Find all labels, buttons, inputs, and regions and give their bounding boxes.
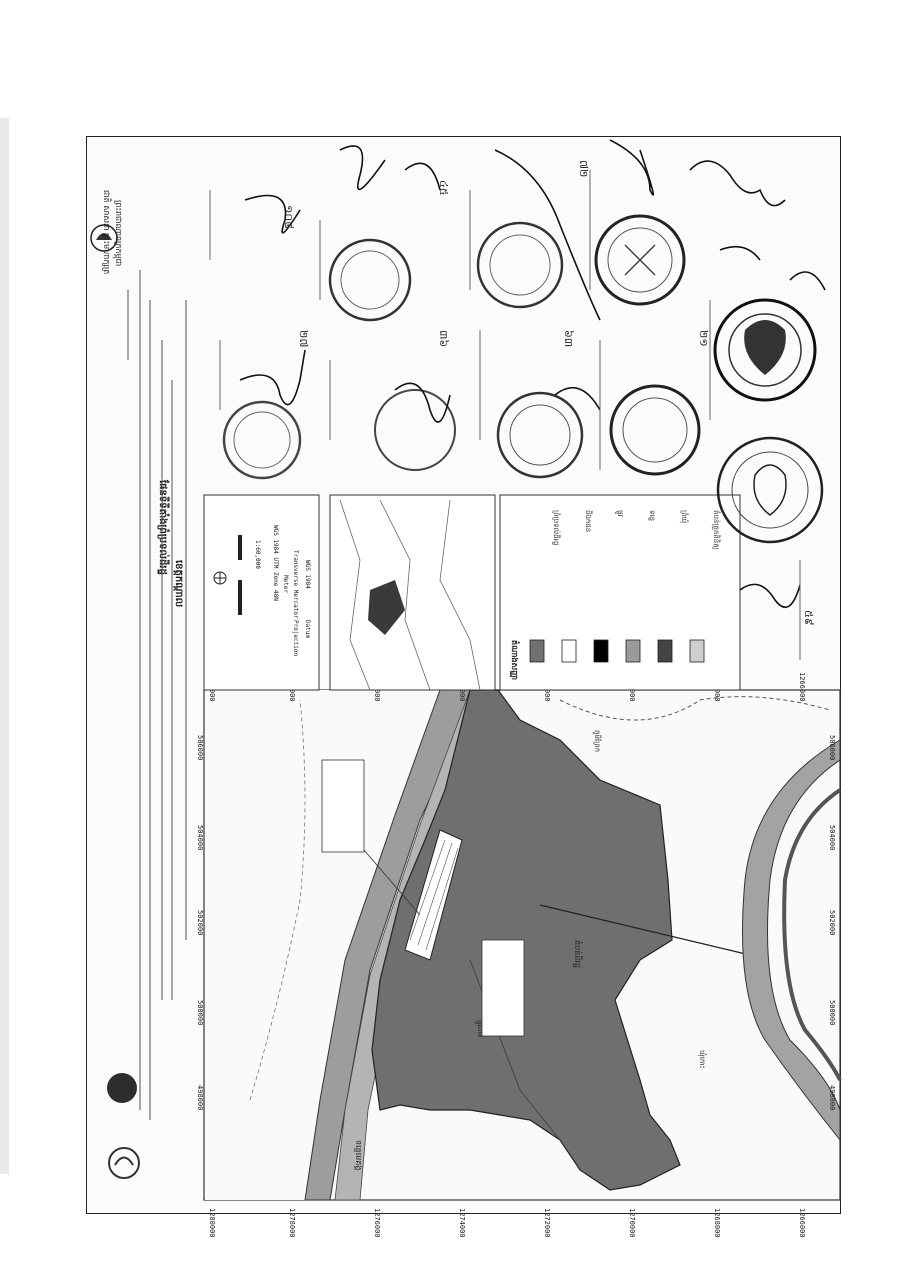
x-tick-label: 1266000 bbox=[798, 672, 806, 702]
header-line-1: ព្រះរាជាណាចក្រកម្ពុជា bbox=[112, 200, 123, 266]
overview-inset bbox=[329, 494, 496, 691]
projection-key: Projection bbox=[292, 620, 299, 657]
unit-label: Meter bbox=[282, 575, 289, 593]
label-zone: តំបន់ដីរដ្ឋ bbox=[573, 940, 583, 968]
y-tick-label: 504000 bbox=[828, 825, 836, 850]
y-tick-label: 500000 bbox=[196, 1000, 204, 1025]
legend-swatch bbox=[529, 639, 545, 663]
stamps-area bbox=[222, 214, 824, 544]
legend-swatch bbox=[689, 639, 705, 663]
y-tick-label: 504000 bbox=[196, 825, 204, 850]
x-tick-label: 1268000 bbox=[713, 1208, 721, 1238]
x-tick-label: 1276000 bbox=[373, 1208, 381, 1238]
stamp-2 bbox=[328, 238, 412, 322]
signatures bbox=[239, 139, 826, 609]
label-road: ផ្លូវជាតិ bbox=[474, 1020, 485, 1038]
stamp-number: ១០៨ bbox=[282, 205, 295, 229]
scan-edge bbox=[0, 118, 9, 1174]
state-land-zone[interactable] bbox=[371, 689, 681, 1191]
legend-label: តំបន់ត្រួតពិនិត្យ bbox=[711, 510, 721, 550]
scale-value: 1:60,000 bbox=[254, 540, 261, 569]
stamp-8 bbox=[713, 298, 817, 402]
stamp-6 bbox=[594, 214, 686, 306]
x-tick-label: 1272000 bbox=[543, 1208, 551, 1238]
label-river: ទន្លេមេគង្គ bbox=[354, 1140, 363, 1170]
stamp-number: ៤៥ bbox=[437, 180, 450, 196]
hatched-parcel[interactable] bbox=[404, 829, 463, 961]
coordinate-system: WGS 1984 UTM Zone 48N bbox=[272, 525, 279, 601]
map-title-1: ផែនទីទីតាំងព្រំប្រទល់ដីរដ្ឋ bbox=[157, 479, 170, 575]
callout-box-center[interactable] bbox=[481, 939, 525, 1037]
header-emblem bbox=[90, 224, 118, 252]
header-text-lines bbox=[127, 270, 187, 1120]
handwriting-lines bbox=[209, 170, 801, 660]
x-tick-label: 1280000 bbox=[208, 1208, 216, 1238]
y-tick-label: 502000 bbox=[196, 910, 204, 935]
boundary-line bbox=[539, 904, 751, 956]
legend-swatch bbox=[625, 639, 641, 663]
legend-swatch bbox=[561, 639, 577, 663]
stamp-5 bbox=[496, 391, 584, 479]
y-axis-ticks: 498000 498000 500000 500000 502000 502000 5040… bbox=[196, 735, 836, 1110]
y-tick-label: 502000 bbox=[828, 910, 836, 935]
datum-key: Datum bbox=[304, 620, 311, 638]
legend-swatch bbox=[593, 639, 609, 663]
legend-label: ទន្លេ bbox=[648, 510, 656, 521]
legend-label: ព្រំឃុំ bbox=[679, 510, 689, 524]
hatch-lines bbox=[409, 839, 459, 951]
commune-boundary-1 bbox=[559, 696, 831, 721]
callout-box-top[interactable] bbox=[321, 759, 365, 853]
header-line-2: ជាតិ សាសនា ព្រះមហាក្សត្រ bbox=[102, 190, 112, 274]
north-arrow bbox=[213, 571, 227, 585]
legend-label: ដីឯកជន bbox=[584, 510, 593, 532]
lower-river-channel bbox=[782, 788, 842, 1081]
overview-highlight bbox=[368, 580, 405, 635]
map-title-2: ខេត្តកណ្ដាល bbox=[173, 560, 184, 608]
x-tick-label: 1266000 bbox=[798, 1208, 806, 1238]
stamp-3 bbox=[374, 389, 456, 471]
label-village-2: ឃុំកោះ bbox=[697, 1050, 707, 1069]
x-tick-label: 1270000 bbox=[628, 1208, 636, 1238]
stamp-number: ២៧ bbox=[297, 330, 310, 347]
stamp-number: ៥៩ bbox=[802, 610, 815, 626]
legend-items: ព្រំប្រទល់ដីរដ្ឋ ដីឯកជន ផ្លូវ ទន្លេ ព្រំឃុំ ត… bbox=[529, 510, 721, 663]
stamp-7 bbox=[609, 384, 701, 476]
datum-value: WGS 1984 bbox=[304, 560, 311, 589]
x-tick-label: 1278000 bbox=[288, 1208, 296, 1238]
x-tick-label: 1274000 bbox=[458, 1208, 466, 1238]
logo-left bbox=[107, 1073, 140, 1179]
stamp-4 bbox=[476, 221, 564, 309]
y-tick-label: 506000 bbox=[196, 735, 204, 760]
ministry-seal bbox=[716, 436, 824, 544]
legend-label: ផ្លូវ bbox=[614, 510, 624, 517]
stamp-number: ២១ bbox=[697, 330, 710, 347]
projection-value: Transverse Mercator bbox=[292, 550, 299, 619]
stamp-number: ៦៣ bbox=[562, 330, 575, 347]
lower-river bbox=[742, 739, 841, 1142]
legend-swatch bbox=[657, 639, 673, 663]
stamp-number: ៧២ bbox=[577, 160, 590, 177]
legend-label: ព្រំប្រទល់ដីរដ្ឋ bbox=[552, 510, 561, 545]
y-tick-label: 500000 bbox=[828, 1000, 836, 1025]
stamp-number: ៣៦ bbox=[437, 330, 450, 347]
y-tick-label: 498000 bbox=[196, 1085, 204, 1110]
y-tick-label: 498000 bbox=[828, 1085, 836, 1110]
legend-title: តំណាងសញ្ញា bbox=[509, 640, 520, 680]
stamp-1 bbox=[222, 400, 302, 480]
y-tick-label: 506000 bbox=[828, 735, 836, 760]
commune-boundary-2 bbox=[249, 699, 306, 1101]
projection-panel bbox=[203, 494, 320, 691]
label-village-1: ភូមិព្រែក bbox=[592, 730, 602, 752]
